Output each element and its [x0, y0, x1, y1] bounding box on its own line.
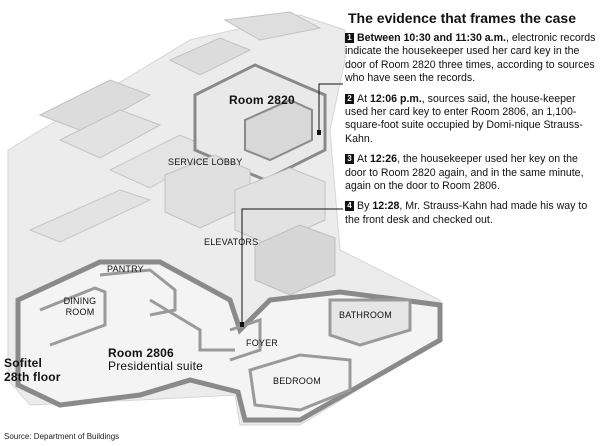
entry-number: 1: [345, 33, 354, 43]
presidential-suite-label: Presidential suite: [108, 359, 203, 373]
entry-prefix: At: [357, 153, 370, 166]
floor-label-line2: 28th floor: [4, 370, 61, 384]
bedroom-label: BEDROOM: [273, 376, 321, 386]
dining-room-walls: [39, 286, 107, 347]
entry-time: Between 10:30 and 11:30 a.m.: [357, 32, 506, 44]
leader-room-2806: [241, 208, 343, 325]
foyer-walls: [229, 317, 262, 362]
upper-room-block-2: [58, 109, 162, 159]
bathroom-walls: [328, 298, 412, 347]
room-2806-label: Room 2806: [108, 346, 174, 360]
floor-label-line1: Sofitel: [4, 356, 43, 370]
room-2820-label: Room 2820: [229, 93, 295, 107]
door-marker-2820: [317, 130, 321, 135]
entry-text: , sources said, the house-keeper used he…: [345, 92, 583, 145]
entry-text: , electronic records indicate the housek…: [345, 32, 596, 85]
side-corridor: [28, 189, 152, 243]
elevator-bank: [254, 224, 336, 296]
entry-time: 12:06 p.m.: [369, 92, 422, 105]
entry-prefix: At: [357, 92, 370, 105]
dining-room-label: DINING ROOM: [58, 296, 102, 318]
upper-room-block-1: [38, 79, 152, 133]
entry-prefix: By: [357, 200, 373, 213]
bedroom-walls: [248, 353, 352, 412]
upper-room-block-5: [223, 11, 322, 41]
door-marker-2806: [240, 322, 244, 327]
elevators-label: ELEVATORS: [204, 237, 259, 247]
center-walls: [149, 298, 235, 352]
dining-label-line1: DINING: [63, 296, 97, 306]
entry-time: 12:26: [369, 153, 398, 166]
entry-text: , the housekeeper used her key on the do…: [345, 153, 584, 193]
entry-time: 12:28: [372, 200, 400, 213]
leader-room-2820: [318, 83, 343, 131]
entry-number: 3: [345, 154, 354, 165]
pantry-label: PANTRY: [107, 264, 144, 274]
entry-number: 2: [345, 93, 354, 104]
foyer-label: FOYER: [246, 338, 279, 348]
bathroom-label: BATHROOM: [339, 310, 392, 320]
service-lobby-label: SERVICE LOBBY: [168, 157, 243, 167]
source-note: Source: Department of Buildings: [4, 432, 120, 441]
dining-label-line2: ROOM: [65, 307, 95, 317]
entry-text: , Mr. Strauss-Kahn had made his way to t…: [345, 200, 588, 226]
upper-room-block-3: [168, 37, 252, 76]
room-2820-inner-wall: [244, 98, 313, 162]
entry-number: 4: [345, 201, 354, 212]
evidence-title: The evidence that frames the case: [348, 10, 576, 26]
floor-label: Sofitel 28th floor: [4, 356, 61, 384]
